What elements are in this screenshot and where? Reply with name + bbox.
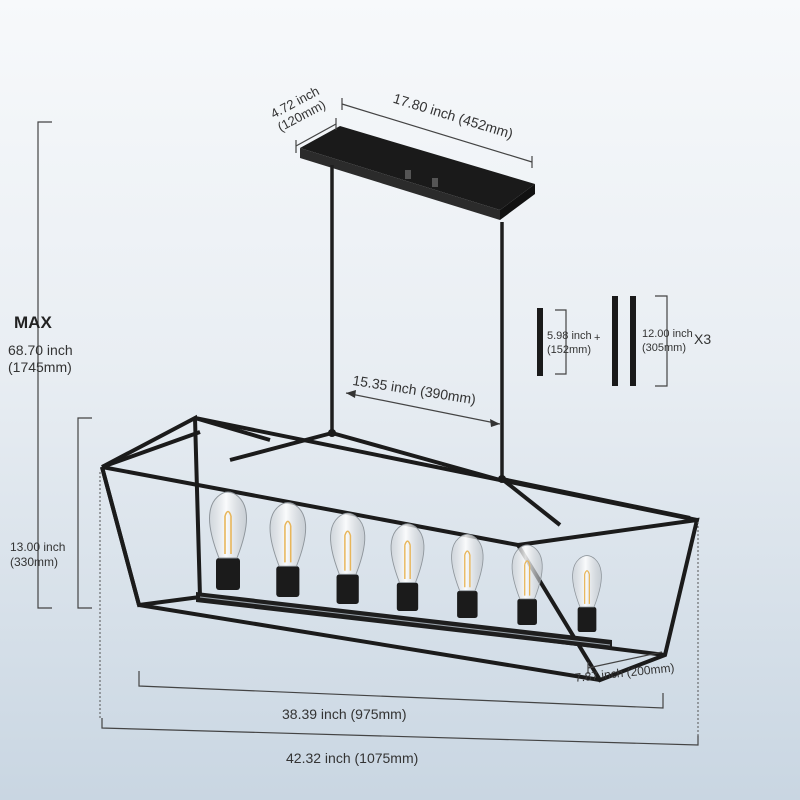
rod-long-inches: 12.00 inch bbox=[642, 328, 693, 340]
rod-short-label: 5.98 inch (152mm) bbox=[547, 329, 592, 357]
frame-height-inches: 13.00 inch bbox=[10, 540, 66, 554]
dimension-lines bbox=[37, 98, 699, 746]
rod-plus-sign: + bbox=[594, 332, 601, 344]
socket-4 bbox=[396, 582, 419, 611]
bulb-3 bbox=[330, 512, 366, 604]
rod-long-label: 12.00 inch (305mm) bbox=[642, 327, 693, 355]
cage-frame bbox=[100, 414, 700, 683]
max-label: MAX bbox=[14, 313, 52, 332]
rod-long-2 bbox=[630, 296, 636, 386]
max-height-inches: 68.70 inch bbox=[8, 342, 73, 358]
extension-rods-illustration bbox=[537, 295, 668, 387]
bulb-4 bbox=[390, 523, 425, 611]
socket-2 bbox=[276, 566, 300, 597]
rod-long-quantity: X3 bbox=[694, 331, 712, 347]
overall-length-label: 42.32 inch (1075mm) bbox=[286, 750, 419, 766]
max-height-mm: (1745mm) bbox=[8, 359, 72, 375]
socket-1 bbox=[216, 558, 240, 590]
socket-5 bbox=[457, 590, 478, 618]
canopy bbox=[300, 126, 535, 220]
inner-length-label: 38.39 inch (975mm) bbox=[282, 706, 407, 722]
rod-short bbox=[537, 308, 543, 376]
rod-short-mm: (152mm) bbox=[547, 344, 592, 356]
bulbs-group bbox=[209, 491, 602, 632]
bulb-1 bbox=[209, 491, 247, 590]
bulb-5 bbox=[451, 533, 484, 618]
rod-long-1 bbox=[612, 296, 618, 386]
bulb-2 bbox=[269, 502, 307, 597]
rod-short-inches: 5.98 inch bbox=[547, 330, 592, 342]
frame-height-label: 13.00 inch (330mm) bbox=[10, 540, 65, 570]
socket-6 bbox=[517, 598, 537, 625]
max-height-label: 68.70 inch (1745mm) bbox=[8, 342, 73, 376]
bulb-7 bbox=[572, 555, 602, 632]
socket-3 bbox=[336, 574, 359, 604]
socket-7 bbox=[577, 607, 597, 632]
rod-long-mm: (305mm) bbox=[642, 342, 687, 354]
frame-height-mm: (330mm) bbox=[10, 555, 59, 569]
bulb-6 bbox=[511, 544, 543, 625]
